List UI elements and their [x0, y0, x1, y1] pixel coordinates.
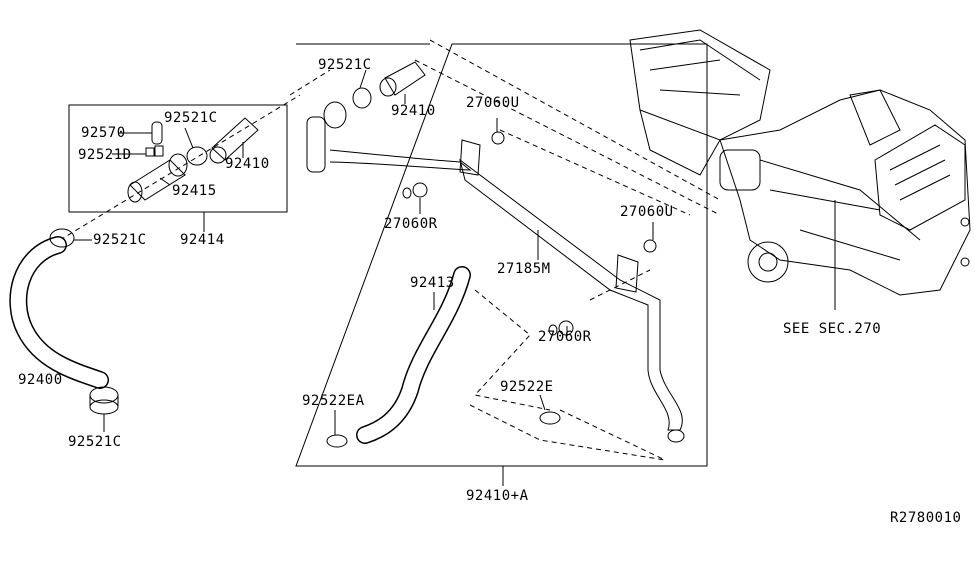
callout-27060r-top: 27060R — [384, 216, 438, 232]
callout-92400: 92400 — [18, 372, 63, 388]
callout-92413: 92413 — [410, 275, 455, 291]
dashed-connectors — [59, 39, 721, 461]
group-box-92414 — [68, 104, 288, 213]
callout-27060u-top: 27060U — [466, 95, 520, 111]
callout-92521c-kit: 92521C — [164, 110, 218, 126]
callout-92521c-left-bottom: 92521C — [68, 434, 122, 450]
diagram-code: R2780010 — [890, 510, 962, 526]
kit-parts-92414 — [112, 117, 259, 203]
hose-92400 — [9, 228, 119, 432]
callout-92415: 92415 — [172, 183, 217, 199]
see-section-note: SEE SEC.270 — [783, 321, 882, 337]
heater-unit-sec270 — [629, 29, 971, 310]
callout-92521d: 92521D — [78, 147, 132, 163]
group-box-92410a — [295, 43, 708, 467]
label-92414: 92414 — [180, 232, 225, 248]
callout-27060u-right: 27060U — [620, 204, 674, 220]
center-parts-92410a — [306, 61, 685, 448]
callout-92410-center: 92410 — [391, 103, 436, 119]
callout-92522e: 92522E — [500, 379, 554, 395]
callout-92522ea: 92522EA — [302, 393, 365, 409]
callout-92570: 92570 — [81, 125, 126, 141]
callout-92521c-left-top: 92521C — [93, 232, 147, 248]
callout-92521c-center: 92521C — [318, 57, 372, 73]
callout-92410-kit: 92410 — [225, 156, 270, 172]
callout-27185m: 27185M — [497, 261, 551, 277]
label-92410a: 92410+A — [466, 488, 529, 504]
callout-27060r-lower: 27060R — [538, 329, 592, 345]
